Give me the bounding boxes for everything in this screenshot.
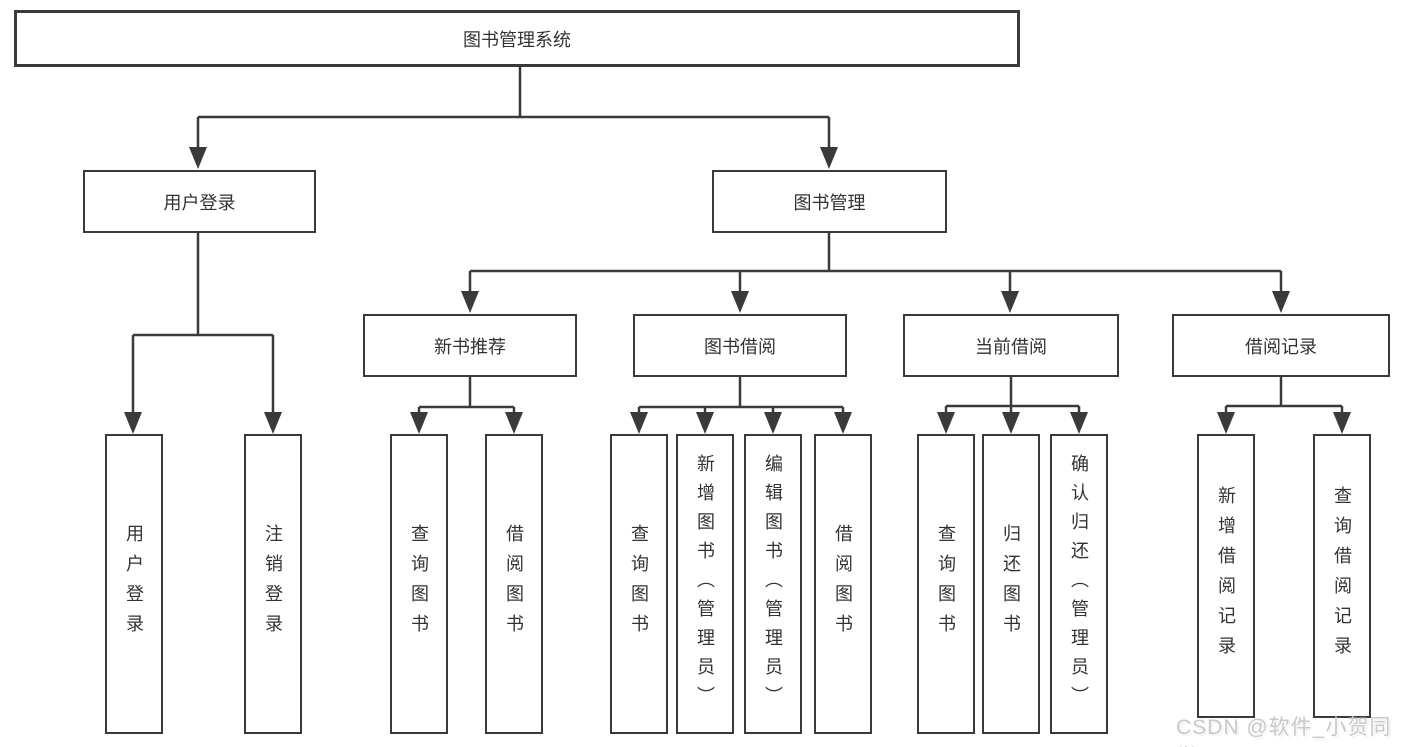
node-borrow-record: 借阅记录 (1172, 314, 1390, 377)
leaf-user-login: 用户登录 (105, 434, 163, 734)
leaf-cb-query-books: 查询图书 (917, 434, 975, 734)
leaf-nbr-borrow-books: 借阅图书 (485, 434, 543, 734)
leaf-nbr-query-books: 查询图书 (390, 434, 448, 734)
node-new-book-recommend: 新书推荐 (363, 314, 577, 377)
leaf-bb-borrow-books: 借阅图书 (814, 434, 872, 734)
node-book-management: 图书管理 (712, 170, 947, 233)
leaf-logout: 注销登录 (244, 434, 302, 734)
leaf-bb-add-books-admin: 新增图书（管理员） (676, 434, 734, 734)
node-root: 图书管理系统 (14, 10, 1020, 67)
leaf-cb-confirm-return-admin: 确认归还（管理员） (1050, 434, 1108, 734)
leaf-bb-edit-books-admin: 编辑图书（管理员） (744, 434, 802, 734)
leaf-bb-query-books: 查询图书 (610, 434, 668, 734)
watermark: CSDN @软件_小贺同学 (1176, 716, 1392, 747)
leaf-br-query-record: 查询借阅记录 (1313, 434, 1371, 718)
arrowheads (124, 147, 1351, 434)
leaf-cb-return-books: 归还图书 (982, 434, 1040, 734)
node-current-borrow: 当前借阅 (903, 314, 1119, 377)
leaf-br-add-record: 新增借阅记录 (1197, 434, 1255, 718)
node-book-borrow: 图书借阅 (633, 314, 847, 377)
node-user-login: 用户登录 (83, 170, 316, 233)
